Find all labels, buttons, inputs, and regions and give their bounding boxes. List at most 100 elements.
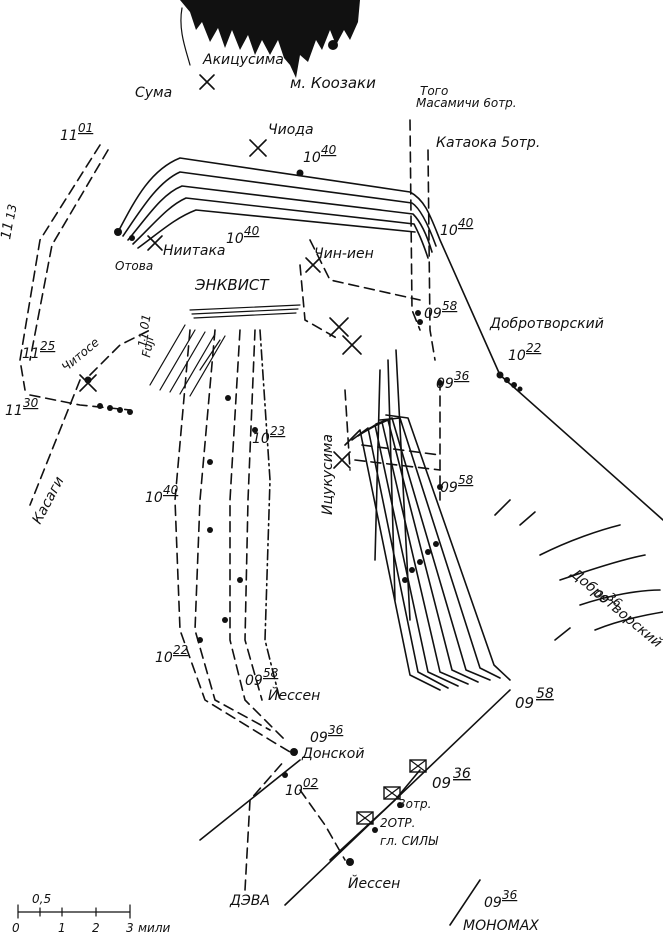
label-dobrotvorsky: Добротворский <box>489 316 604 332</box>
label-kataoka: Катаока 5отр. <box>436 135 540 151</box>
svg-text:25: 25 <box>40 339 55 353</box>
right-arrow-tracks <box>494 499 663 641</box>
scale-tick-1: 1 <box>58 921 66 935</box>
x-marks <box>79 74 362 469</box>
russian-dashed-tracks <box>174 329 296 756</box>
svg-text:01: 01 <box>78 121 93 135</box>
label-iessen-2: Йессен <box>348 874 400 892</box>
svg-text:22: 22 <box>526 341 541 355</box>
label-chinyen: Чин-иен <box>314 246 374 262</box>
label-donskoy: Донской <box>301 746 364 762</box>
svg-text:36: 36 <box>328 723 344 737</box>
svg-text:02: 02 <box>303 776 318 790</box>
svg-text:23: 23 <box>270 424 285 438</box>
left-dashed-tracks <box>19 144 151 506</box>
label-koozaki: м. Коозаки <box>290 74 376 92</box>
label-masamichi: Масамичи 6отр. <box>416 96 517 110</box>
russian-cruiser-fan <box>284 349 511 906</box>
coastline <box>180 0 360 78</box>
svg-text:40: 40 <box>244 224 260 238</box>
hatched-area <box>149 304 301 397</box>
svg-text:11: 11 <box>60 128 78 144</box>
label-iessen: Йессен <box>268 686 320 704</box>
svg-text:09: 09 <box>424 306 442 322</box>
svg-text:11: 11 <box>5 403 23 419</box>
svg-text:09: 09 <box>436 376 454 392</box>
scale-tick-3: 3 <box>126 921 134 935</box>
svg-text:10: 10 <box>508 348 526 364</box>
label-niitaka: Ниитака <box>163 243 226 259</box>
label-fuji: Fuji <box>139 335 156 358</box>
svg-text:09: 09 <box>432 774 451 792</box>
svg-text:10: 10 <box>252 431 270 447</box>
scale-unit: мили <box>138 921 171 935</box>
right-dashed-tracks <box>299 119 443 501</box>
japanese-main-tracks <box>114 157 663 521</box>
svg-text:58: 58 <box>442 299 458 313</box>
label-chitose: Читосе <box>59 335 102 374</box>
svg-text:10: 10 <box>145 490 163 506</box>
svg-text:36: 36 <box>453 766 471 782</box>
svg-text:11: 11 <box>0 220 17 240</box>
svg-text:09: 09 <box>440 480 458 496</box>
svg-text:01: 01 <box>137 313 153 330</box>
label-kasagi: Касаги <box>29 474 67 527</box>
svg-text:11: 11 <box>22 346 40 362</box>
svg-text:40: 40 <box>163 483 179 497</box>
scale-bar: 0 0,5 1 2 3 мили <box>12 892 171 935</box>
lower-tracks <box>199 748 481 926</box>
svg-text:10: 10 <box>226 231 244 247</box>
scale-tick-0: 0 <box>12 921 20 935</box>
label-monomakh: МОНОМАХ <box>463 918 539 934</box>
svg-text:36: 36 <box>454 369 470 383</box>
svg-text:10: 10 <box>303 150 321 166</box>
label-deva: ДЭВА <box>229 893 270 909</box>
svg-text:10: 10 <box>285 783 303 799</box>
label-enkvist: ЭНКВИСТ <box>194 276 270 294</box>
scale-tick-2: 2 <box>92 921 100 935</box>
label-otr3: 3отр. <box>398 797 431 811</box>
svg-text:11: 11 <box>135 331 151 348</box>
svg-text:09: 09 <box>484 895 502 911</box>
svg-text:09: 09 <box>310 730 328 746</box>
svg-text:09: 09 <box>515 694 534 712</box>
svg-text:58: 58 <box>536 686 554 702</box>
label-suma: Сума <box>135 85 172 101</box>
label-otova: Отова <box>115 259 153 273</box>
svg-text:09: 09 <box>245 673 263 689</box>
label-akitsushima: Акицусима <box>202 52 284 68</box>
svg-text:10: 10 <box>155 650 173 666</box>
label-main-forces: гл. СИЛЫ <box>380 834 439 848</box>
svg-text:13: 13 <box>3 203 19 220</box>
svg-text:22: 22 <box>173 643 188 657</box>
label-otr2: 2ОТР. <box>380 816 415 830</box>
label-togo: Того <box>420 84 448 98</box>
scale-tick-half: 0,5 <box>32 892 51 906</box>
label-chioda: Чиода <box>268 122 314 138</box>
svg-text:30: 30 <box>23 396 39 410</box>
svg-text:36: 36 <box>502 888 518 902</box>
